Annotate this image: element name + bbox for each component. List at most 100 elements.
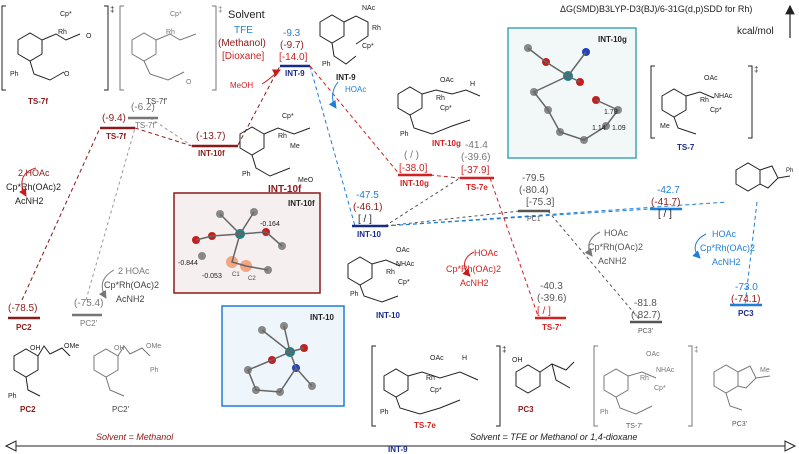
two-hoac-left: 2 HOAc: [18, 168, 50, 178]
structure-ts7f-label: TS-7f: [28, 97, 48, 106]
structure-pc2: OH OMe Ph PC2: [8, 343, 79, 414]
structure-ts7p-label: TS-7': [626, 423, 643, 430]
inset-int10f-charge-3: -0.164: [260, 221, 280, 228]
structure-int9: NAc Rh Cp* Ph INT-9: [319, 5, 381, 82]
label-ts7p-bar: PC1: [527, 216, 541, 223]
svg-text:Me: Me: [660, 123, 670, 130]
svg-text:Rh: Rh: [426, 375, 435, 382]
label-pc1-bar: TS-7': [542, 323, 561, 332]
structure-pc3-bottom-label: PC3: [518, 405, 534, 414]
energy-ts7e-diox: [-37.9]: [461, 165, 490, 176]
svg-text:Cp*: Cp*: [710, 107, 722, 114]
svg-text:O: O: [186, 79, 192, 86]
energy-int10-tfe: -47.5: [356, 190, 379, 201]
energy-ts7p-diox: [-75.3]: [526, 197, 555, 208]
svg-text:OMe: OMe: [146, 343, 161, 350]
acnh2-pc1: AcNH2: [460, 278, 489, 288]
energy-pc1-tfe: -40.3: [540, 281, 563, 292]
energy-ts7-tfe: -42.7: [657, 185, 680, 196]
svg-text:Me: Me: [290, 143, 300, 150]
mid-reagent-arrow: [98, 269, 115, 299]
energy-int10g-meoh: ( / ): [404, 150, 419, 161]
svg-text:Cp*: Cp*: [282, 113, 294, 120]
structure-pc2p: OH OMe Ph PC2': [93, 343, 161, 414]
structure-ts7e-label: TS-7e: [414, 421, 436, 430]
inset-int10-title: INT-10: [310, 313, 335, 322]
solvent-legend-dioxane: [Dioxane]: [222, 51, 264, 62]
label-ts7fp-bar: TS-7f': [135, 121, 157, 130]
svg-text:Cp*: Cp*: [60, 11, 72, 18]
label-int10g-bar: INT-10g: [400, 179, 429, 188]
structure-int10g-label: INT-10g: [432, 139, 461, 148]
solvent-legend-tfe: TFE: [234, 25, 253, 36]
acnh2-pc3p: AcNH2: [598, 256, 627, 266]
svg-text:Rh: Rh: [386, 269, 395, 276]
svg-text:Rh: Rh: [640, 375, 649, 382]
svg-text:OAc: OAc: [430, 355, 444, 362]
hoac-pc3p: HOAc: [604, 228, 629, 238]
energy-int9-tfe: -9.3: [283, 28, 301, 39]
energy-int10f: (-13.7): [196, 131, 225, 142]
hoac-int9-arrow: [328, 81, 339, 109]
method-label: ΔG(SMD)B3LYP-D3(BJ)/6-31G(d,p)SDD for Rh…: [560, 4, 752, 14]
svg-text:Cp*: Cp*: [654, 385, 666, 392]
svg-text:OAc: OAc: [704, 75, 718, 82]
svg-text:OAc: OAc: [396, 247, 410, 254]
svg-text:Rh: Rh: [58, 29, 67, 36]
svg-text:H: H: [462, 355, 467, 362]
energy-pc3-meoh: (-74.1): [731, 294, 760, 305]
footer-right: Solvent = TFE or Methanol or 1,4-dioxane: [470, 432, 637, 442]
hoac-pc3: HOAc: [712, 229, 737, 239]
svg-text:Ph: Ph: [350, 291, 359, 298]
inset-int10g-dist-2: 1.14: [592, 125, 606, 132]
footer-center: INT-9: [388, 445, 408, 454]
label-pc3-bar: PC3: [738, 309, 754, 318]
svg-text:MeO: MeO: [298, 177, 314, 184]
energy-int9-meoh: (-9.7): [280, 40, 304, 51]
inset-int10f-c2: C2: [248, 276, 256, 282]
structure-pc2-label: PC2: [20, 405, 36, 414]
meoh-arrow: [261, 69, 281, 85]
label-pc2-bar: PC2: [16, 323, 32, 332]
two-hoac-mid: 2 HOAc: [118, 266, 150, 276]
svg-text:OH: OH: [512, 357, 523, 364]
svg-text:‡: ‡: [218, 5, 222, 14]
energy-int10g-diox: [-38.0]: [399, 163, 428, 174]
hoac-pc1: HOAc: [474, 248, 499, 258]
energy-pc3p-meoh: (-82.7): [631, 310, 660, 321]
svg-text:Cp*: Cp*: [170, 11, 182, 18]
structure-pc2p-label: PC2': [112, 405, 130, 414]
svg-text:OMe: OMe: [64, 343, 79, 350]
meoh-label: MeOH: [230, 81, 253, 90]
pc3-reagent-arrow: [692, 233, 707, 259]
structure-pc3p: Me PC3': [713, 364, 771, 428]
svg-text:Rh: Rh: [278, 133, 287, 140]
structure-ts7: ‡ OAc NHAc Rh Cp* Me TS-7: [650, 65, 758, 152]
energy-pc2: (-78.5): [8, 303, 37, 314]
svg-text:O: O: [64, 71, 70, 78]
svg-text:‡: ‡: [694, 345, 698, 354]
svg-text:OAc: OAc: [646, 351, 660, 358]
svg-text:OAc: OAc: [440, 77, 454, 84]
svg-text:‡: ‡: [754, 65, 758, 74]
energy-pc2p: (-75.4): [74, 298, 103, 309]
svg-text:Rh: Rh: [166, 29, 175, 36]
structure-ts7p: ‡ OAc NHAc Rh Cp* Ph TS-7': [593, 345, 698, 430]
energy-pc3p-tfe: -81.8: [634, 298, 657, 309]
structure-ts7-label: TS-7: [677, 143, 695, 152]
energy-ts7-diox: [ / ]: [658, 209, 672, 220]
inset-int10f-charge-2: -0.053: [202, 273, 222, 280]
structure-int10f-label: INT-10f: [268, 184, 302, 195]
cp-rh-left: Cp*Rh(OAc)2: [6, 182, 61, 192]
solvent-title: Solvent: [228, 9, 265, 21]
label-pc2p-bar: PC2': [80, 319, 98, 328]
connectors: [21, 65, 758, 321]
svg-text:NHAc: NHAc: [656, 367, 675, 374]
inset-int10f-title: INT-10f: [288, 199, 315, 208]
pc1-reagent-arrow: [462, 251, 475, 277]
energy-ts7e-tfe: -41.4: [465, 140, 488, 151]
acnh2-mid: AcNH2: [116, 294, 145, 304]
svg-text:Rh: Rh: [436, 95, 445, 102]
reagent-annotations: MeOH HOAc 2 HOAc Cp*Rh(OAc)2 AcNH2 2 HOA…: [6, 69, 755, 304]
svg-text:Cp*: Cp*: [398, 279, 410, 286]
